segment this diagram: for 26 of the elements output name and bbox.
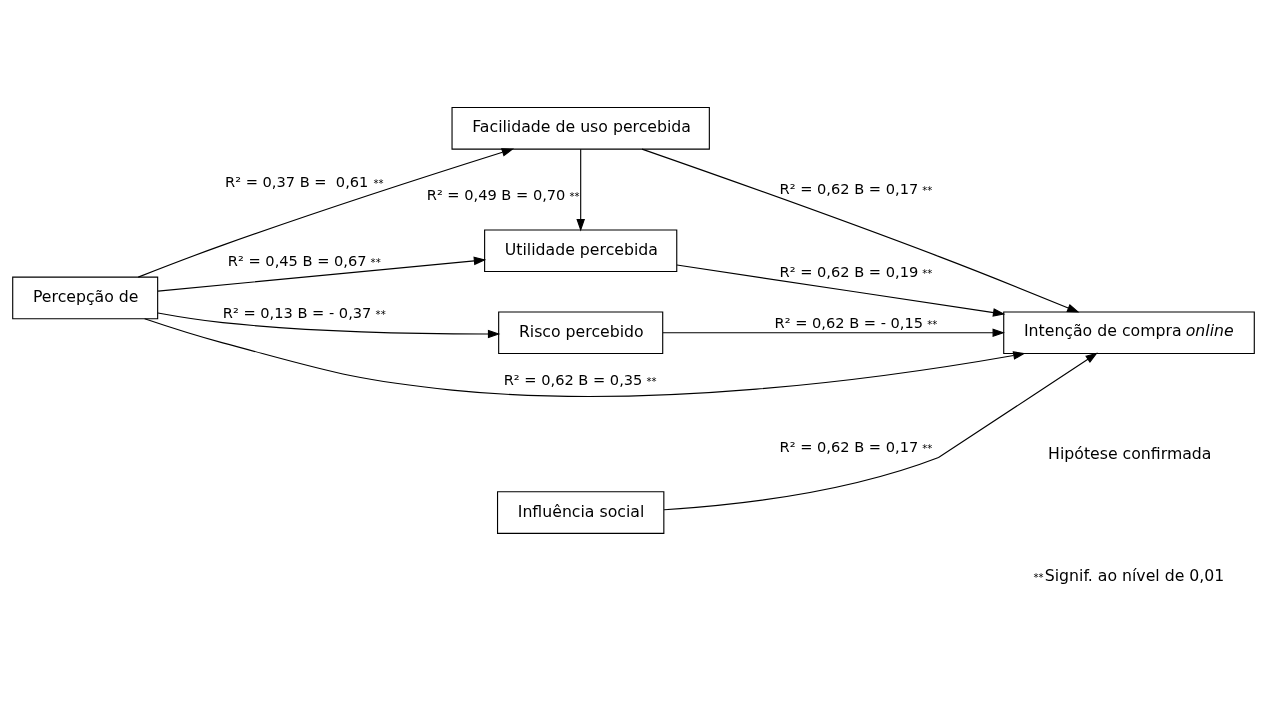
node-box: Intenção de compra online bbox=[1003, 311, 1255, 355]
node-box: Risco percebido bbox=[498, 311, 664, 355]
arrow bbox=[676, 264, 1006, 317]
node-box: Percepção de bbox=[12, 276, 159, 320]
edge-label: R² = 0,37 B = 0,61** bbox=[225, 173, 384, 191]
label: **Signif. ao nível de 0,01 bbox=[1033, 565, 1225, 585]
edge-label: R² = 0,62 B = 0,35** bbox=[503, 370, 657, 388]
node-box: Utilidade percebida bbox=[484, 229, 678, 273]
edge-label: R² = 0,13 B = - 0,37** bbox=[222, 303, 386, 321]
arrow bbox=[144, 318, 1026, 397]
arrow bbox=[137, 148, 515, 278]
arrow bbox=[662, 328, 1005, 338]
edge-label: R² = 0,62 B = 0,17** bbox=[779, 438, 933, 456]
node-box: Facilidade de uso percebida bbox=[451, 106, 710, 150]
arrow bbox=[157, 312, 501, 339]
edge-label: R² = 0,62 B = 0,17** bbox=[779, 179, 933, 197]
edge-label: R² = 0,45 B = 0,67** bbox=[227, 251, 381, 269]
edge-label: R² = 0,49 B = 0,70** bbox=[426, 185, 580, 203]
edge-label: R² = 0,62 B = - 0,15** bbox=[774, 313, 938, 331]
arrow bbox=[641, 148, 1080, 313]
edge-label: R² = 0,62 B = 0,19** bbox=[779, 263, 933, 281]
arrow bbox=[576, 148, 585, 232]
legend-label: Hipótese confirmada bbox=[1048, 444, 1212, 464]
arrow bbox=[663, 352, 1098, 511]
arrow bbox=[157, 256, 487, 292]
node-box: Influência social bbox=[497, 491, 665, 534]
